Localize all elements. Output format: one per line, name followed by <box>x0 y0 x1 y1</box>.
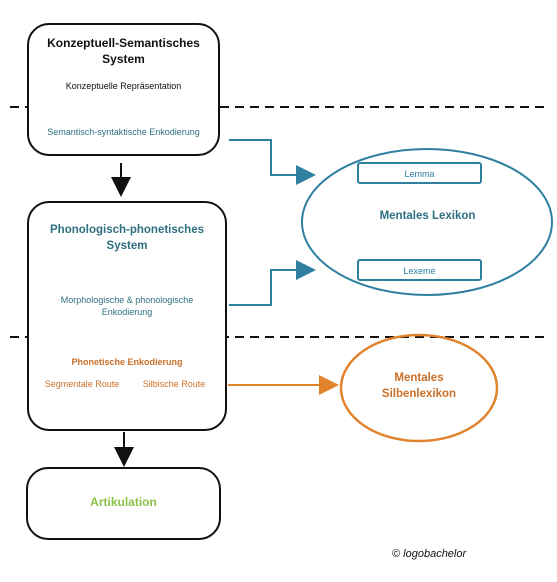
silbische-route-label: Silbische Route <box>142 379 206 389</box>
arrow-to-lemma <box>229 139 316 185</box>
silbenlexikon-ellipse <box>339 333 499 443</box>
arrow-to-lexeme <box>229 260 316 306</box>
lexeme-box <box>357 259 482 281</box>
phonologisch-phonetisches-box <box>27 201 227 431</box>
lemma-label: Lemma <box>404 169 435 179</box>
semantisch-syntaktische-label: Semantisch-syntaktische Enkodierung <box>47 127 200 137</box>
morphologische-label: Morphologische & phonologische Enkodieru… <box>60 295 194 318</box>
artikulation-box <box>26 467 221 540</box>
phonetische-enkodierung-label: Phonetische Enkodierung <box>71 357 183 367</box>
mentales-lexikon-title: Mentales Lexikon <box>379 210 476 222</box>
lexeme-label: Lexeme <box>403 266 436 276</box>
konzeptuell-title: Konzeptuell-Semantisches System <box>47 36 200 67</box>
segmentale-route-label: Segmentale Route <box>44 379 120 389</box>
artikulation-title: Artikulation <box>90 495 157 509</box>
lemma-box <box>357 162 482 184</box>
phonologisch-title: Phonologisch-phonetisches System <box>50 224 204 252</box>
konzeptuell-subtitle: Konzeptuelle Repräsentation <box>65 81 182 91</box>
lexicon-ellipse <box>301 148 553 296</box>
konzeptuell-semantisches-box <box>27 23 220 156</box>
copyright-text: © logobachelor <box>392 548 467 560</box>
silbenlexikon-title: Mentales Silbenlexikon <box>381 372 457 400</box>
